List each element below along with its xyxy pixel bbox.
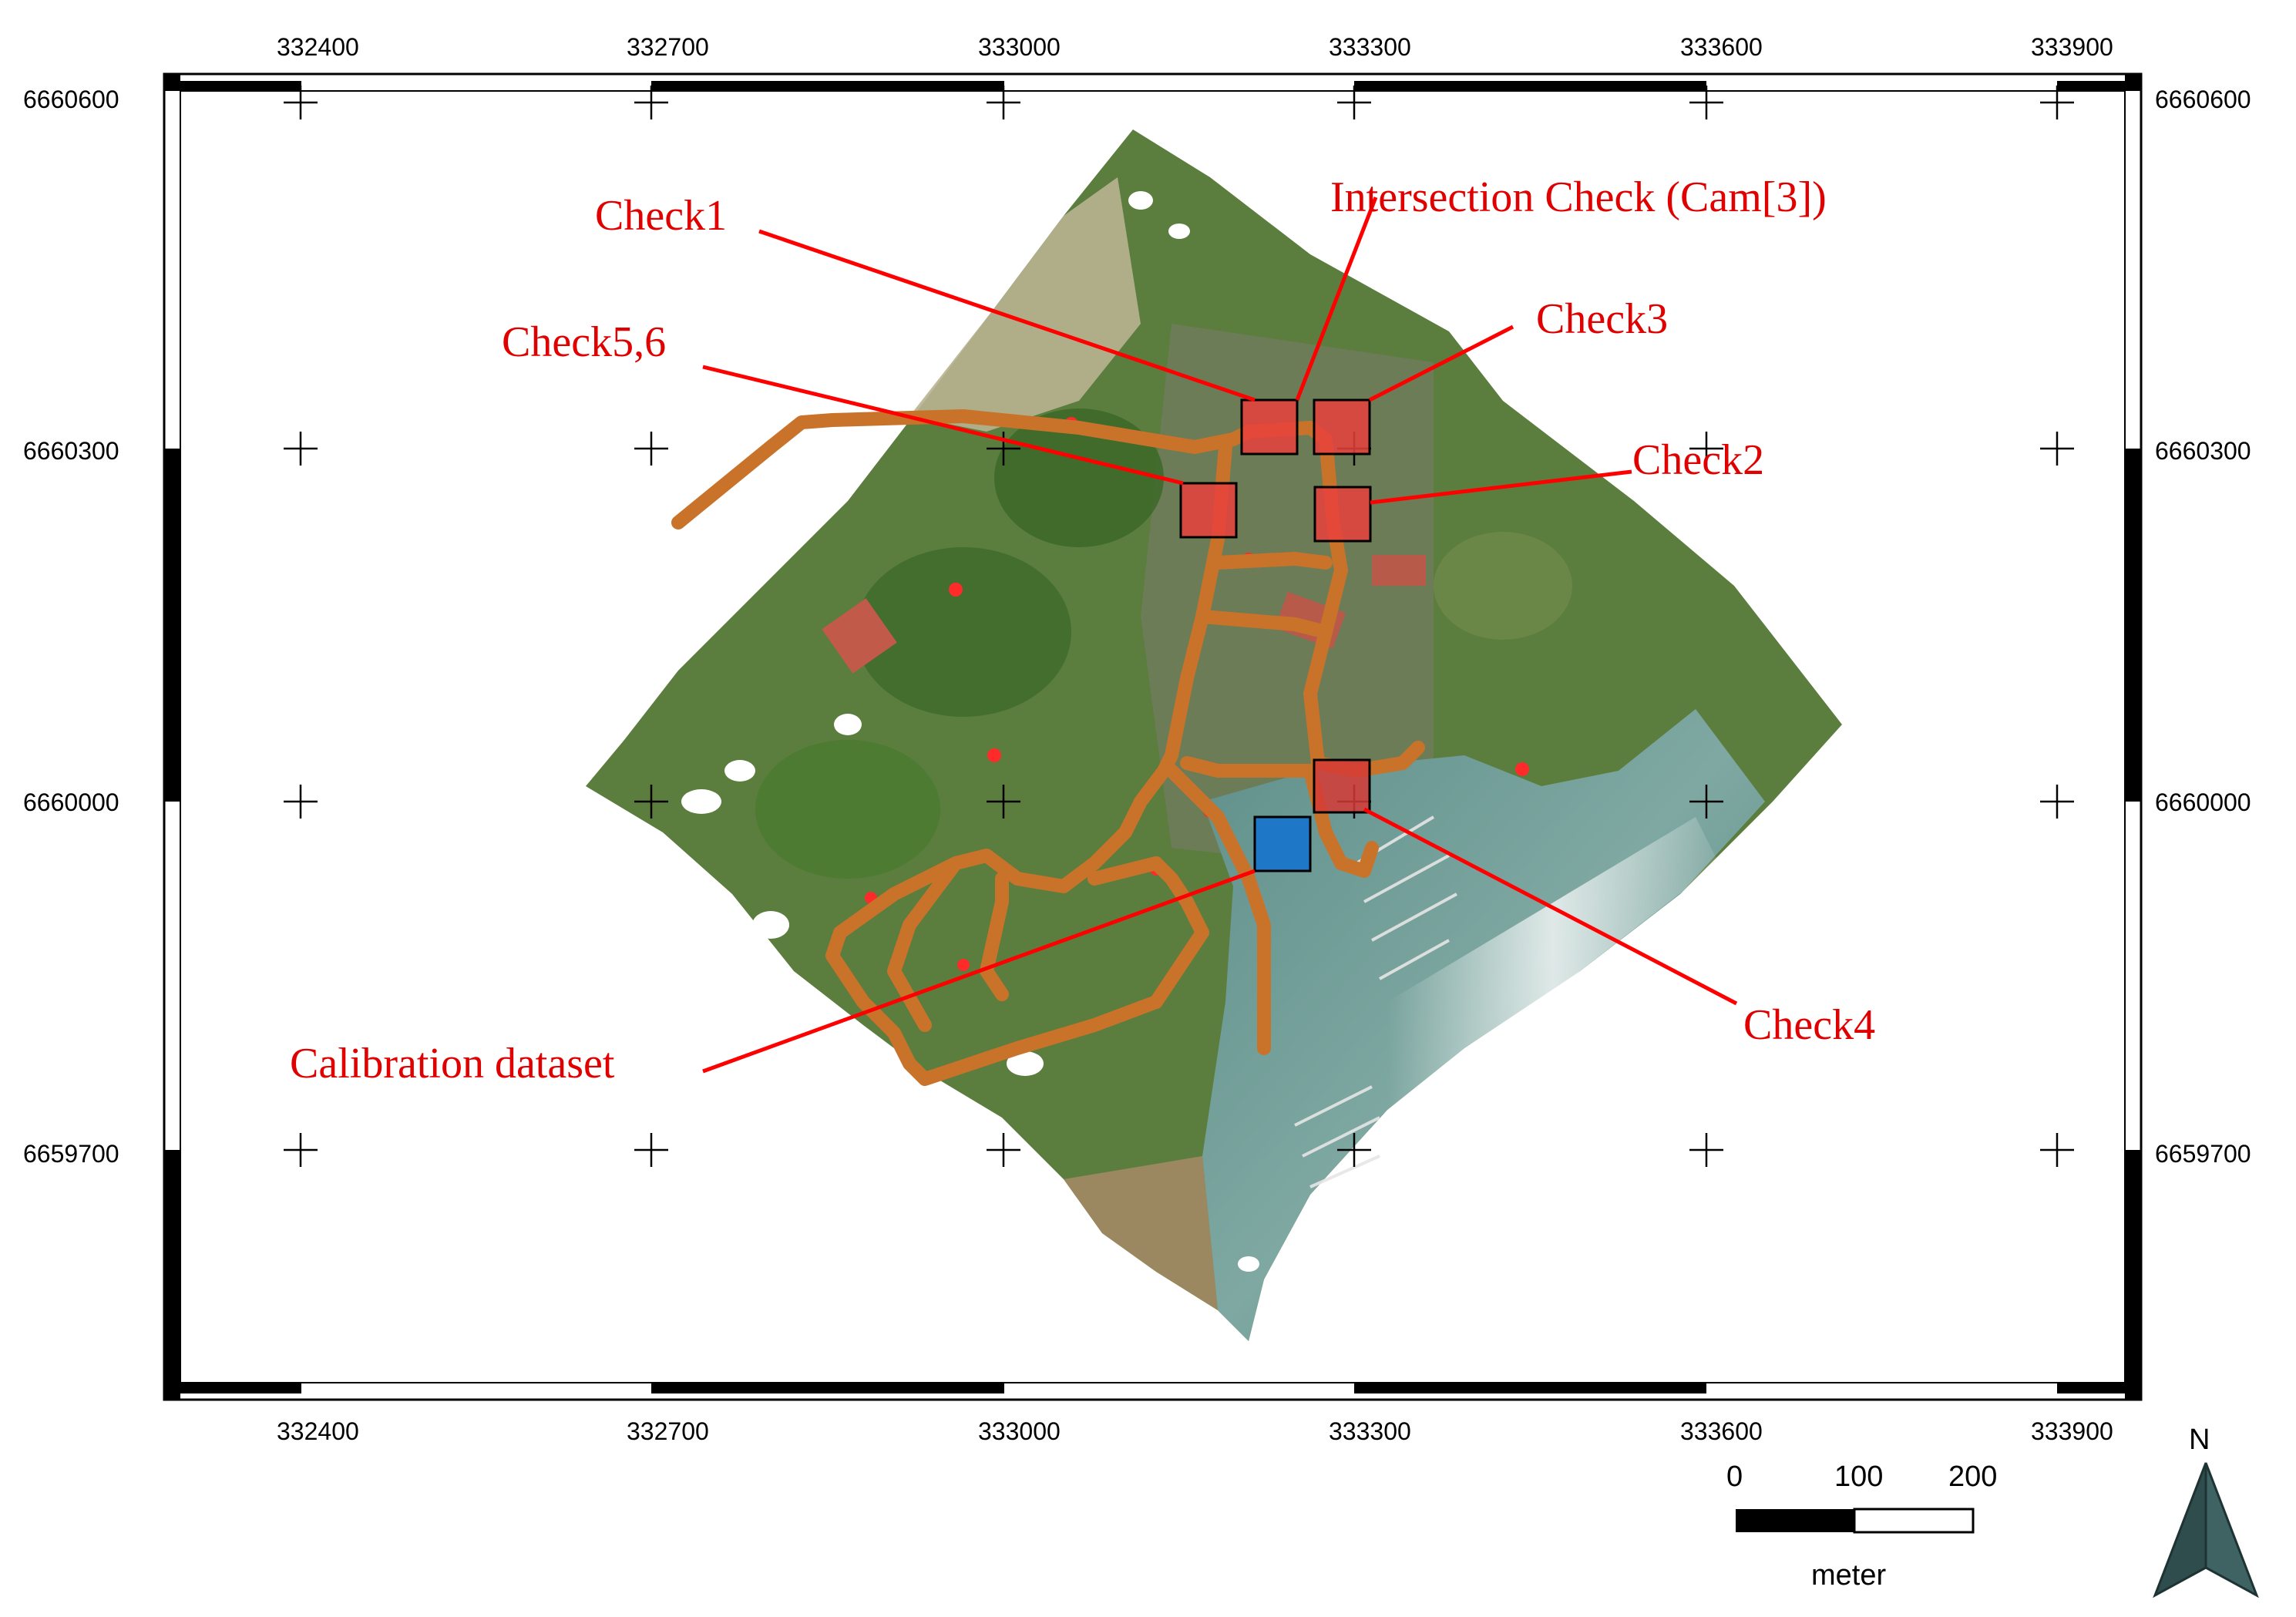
farmland-area xyxy=(909,177,1141,432)
x-tick-label: 332700 xyxy=(627,33,709,61)
building-roof xyxy=(822,598,897,674)
y-tick-label: 6660300 xyxy=(23,437,119,465)
label-check4: Check4 xyxy=(1743,1001,1875,1049)
check-boxes xyxy=(1179,398,1372,872)
check3-box xyxy=(1313,398,1371,456)
x-tick-label: 333300 xyxy=(1329,1417,1411,1445)
x-tick-label: 332400 xyxy=(277,33,359,61)
vegetation-patch xyxy=(856,547,1071,717)
y-tick-labels-left: 6660600 6660300 6660000 6659700 xyxy=(23,86,119,1168)
label-calibration-dataset: Calibration dataset xyxy=(290,1040,615,1088)
label-check56: Check5,6 xyxy=(502,318,666,366)
y-tick-label: 6659700 xyxy=(2155,1140,2251,1168)
vegetation-patch xyxy=(994,408,1164,547)
check2-box xyxy=(1313,486,1372,543)
y-tick-label: 6659700 xyxy=(23,1140,119,1168)
north-arrow-icon: N xyxy=(2153,1424,2259,1599)
x-tick-label: 333900 xyxy=(2031,33,2113,61)
building-roof xyxy=(1372,555,1426,586)
y-tick-labels-right: 6660600 6660300 6660000 6659700 xyxy=(2155,86,2251,1168)
x-tick-label: 333000 xyxy=(978,1417,1061,1445)
shoreline xyxy=(1064,1156,1218,1310)
built-area xyxy=(1141,324,1434,863)
x-tick-label: 333300 xyxy=(1329,33,1411,61)
x-tick-label: 332700 xyxy=(627,1417,709,1445)
north-label: N xyxy=(2189,1424,2210,1456)
trajectory xyxy=(671,409,1425,1086)
vegetation-patch xyxy=(755,740,940,879)
y-tick-label: 6660600 xyxy=(23,86,119,113)
annotation-labels: Check1 Intersection Check (Cam[3]) Check… xyxy=(290,173,1875,1088)
x-tick-label: 333000 xyxy=(978,33,1061,61)
scale-segment-white xyxy=(1853,1508,1975,1534)
y-tick-label: 6660000 xyxy=(23,788,119,816)
x-tick-label: 333600 xyxy=(1680,33,1763,61)
x-tick-label: 332400 xyxy=(277,1417,359,1445)
scale-unit-label: meter xyxy=(1811,1559,1886,1592)
cloud-haze xyxy=(1387,817,1719,1110)
check1-box xyxy=(1240,398,1299,456)
label-intersection-check: Intersection Check (Cam[3]) xyxy=(1330,173,1827,221)
label-check3: Check3 xyxy=(1536,295,1668,343)
no-data-gaps xyxy=(681,191,1259,1272)
y-tick-label: 6660600 xyxy=(2155,86,2251,113)
vegetation-patch xyxy=(1434,532,1572,640)
leader-lines xyxy=(702,197,1738,1074)
y-tick-label: 6660000 xyxy=(2155,788,2251,816)
x-tick-label: 333900 xyxy=(2031,1417,2113,1445)
scale-label-0: 0 xyxy=(1726,1461,1743,1493)
x-tick-labels-top: 332400 332700 333000 333300 333600 33390… xyxy=(277,33,2113,61)
y-tick-label: 6660300 xyxy=(2155,437,2251,465)
x-tick-label: 333600 xyxy=(1680,1417,1763,1445)
calibration-box xyxy=(1253,815,1312,872)
check56-box xyxy=(1179,482,1238,539)
scale-label-100: 100 xyxy=(1834,1461,1883,1493)
scale-bar: 0 100 200 meter xyxy=(1726,1461,1997,1592)
scale-label-200: 200 xyxy=(1948,1461,1997,1493)
label-check2: Check2 xyxy=(1632,436,1764,484)
scale-segment-black xyxy=(1736,1509,1854,1532)
x-tick-labels-bottom: 332400 332700 333000 333300 333600 33390… xyxy=(277,1417,2113,1445)
label-check1: Check1 xyxy=(595,192,727,240)
check4-box xyxy=(1313,758,1371,814)
marina-piers xyxy=(1294,815,1457,1188)
